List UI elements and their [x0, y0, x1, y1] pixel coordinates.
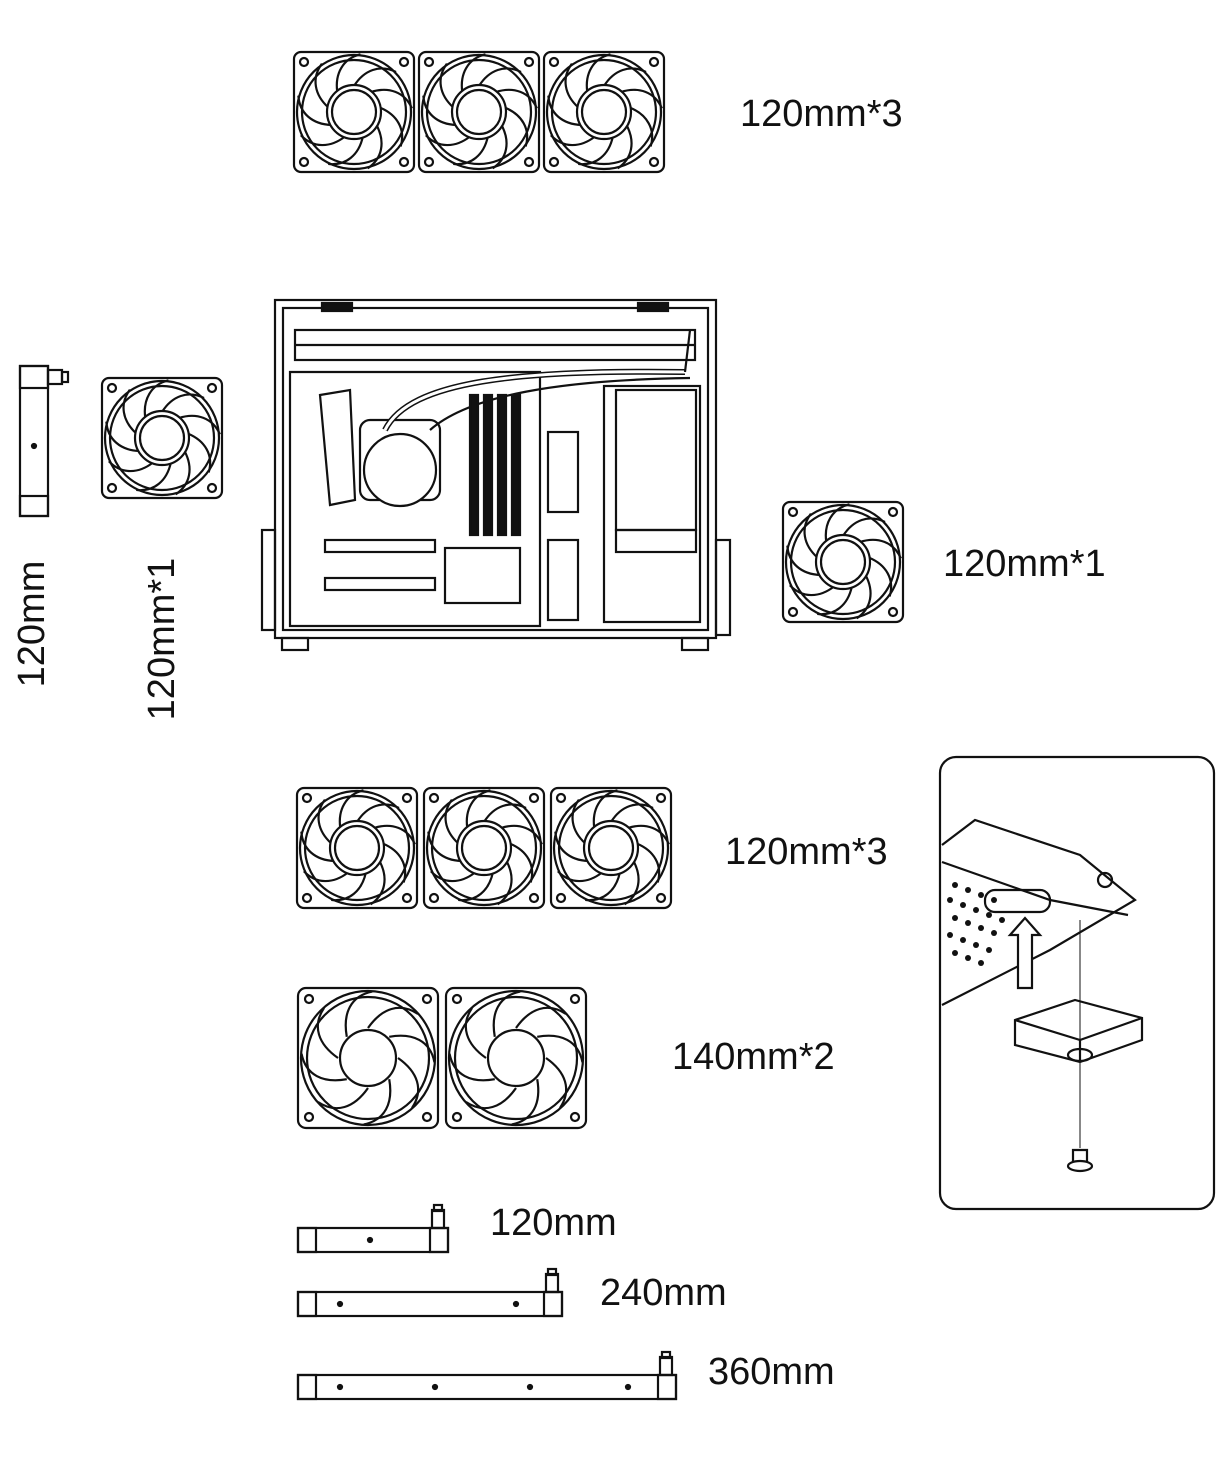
label-top-fans: 120mm*3 — [740, 93, 903, 135]
label-side-radiator-vertical: 120mm — [11, 560, 53, 688]
label-radiator-120: 120mm — [490, 1202, 617, 1244]
side-fan-right-icon — [781, 500, 905, 624]
bottom-fan-120-group — [295, 786, 673, 910]
bottom-fan-140-group — [296, 986, 588, 1130]
fan-icon — [295, 786, 419, 910]
label-bottom-fans-140: 140mm*2 — [672, 1036, 835, 1078]
fan-icon — [417, 50, 541, 174]
label-radiator-360: 360mm — [708, 1351, 835, 1393]
fan-icon — [296, 986, 440, 1130]
fan-icon — [444, 986, 588, 1130]
fan-icon — [422, 786, 546, 910]
pc-case-icon — [260, 298, 732, 652]
foot-install-detail — [938, 755, 1216, 1211]
radiator-240-icon — [296, 1267, 564, 1318]
side-radiator-120-icon — [18, 364, 70, 518]
label-bottom-fans-120: 120mm*3 — [725, 831, 888, 873]
radiator-120-icon — [296, 1203, 450, 1254]
fan-icon — [542, 50, 666, 174]
fan-icon — [292, 50, 416, 174]
label-radiator-240: 240mm — [600, 1272, 727, 1314]
label-side-fan-right: 120mm*1 — [943, 543, 1106, 585]
side-fan-left-icon — [100, 376, 224, 500]
label-side-fan-vertical: 120mm*1 — [141, 557, 183, 721]
top-fan-group — [292, 50, 666, 174]
fan-icon — [549, 786, 673, 910]
radiator-360-icon — [296, 1350, 678, 1401]
